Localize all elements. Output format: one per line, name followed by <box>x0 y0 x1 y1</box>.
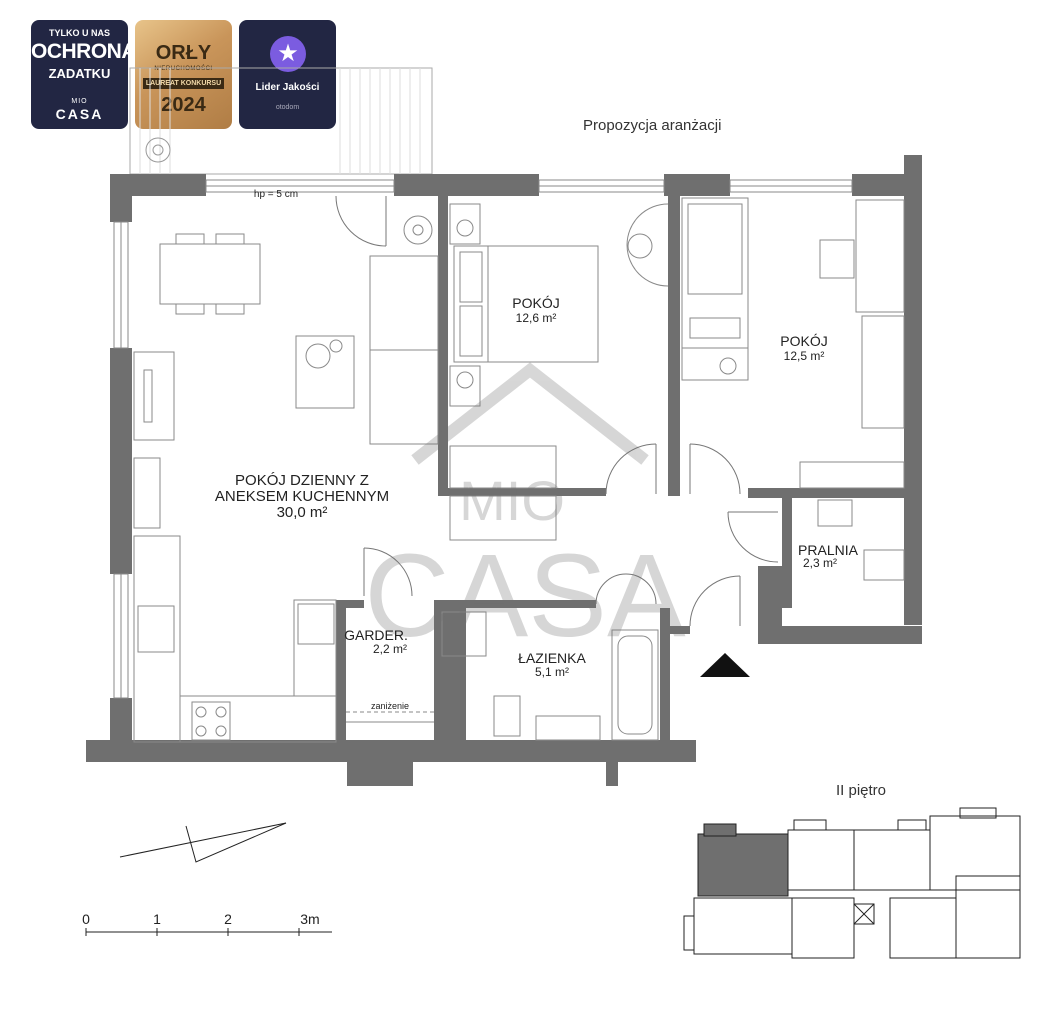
badge-brand: CASA <box>55 106 104 122</box>
watermark-casa: CASA <box>364 530 686 662</box>
badge-year: 2024 <box>161 94 206 116</box>
star-icon: ★ <box>270 36 306 72</box>
scale-tick: 1 <box>153 911 161 927</box>
room-1-name: POKÓJ <box>512 295 559 311</box>
chair <box>819 239 855 279</box>
orly-badge: ORŁY NIERUCHOMOŚCI LAUREAT KONKURSU 2024 <box>135 20 232 129</box>
room-2-area: 12,5 m² <box>784 349 825 363</box>
kitchen-sink <box>137 605 175 653</box>
toilet <box>493 695 521 737</box>
bed-2 <box>681 197 749 349</box>
wardrobe-1 <box>449 445 557 489</box>
north-arrow <box>119 822 287 863</box>
living-room-name: ANEKSEM KUCHENNYM <box>215 488 389 505</box>
bed <box>453 245 599 363</box>
bathroom-name: ŁAZIENKA <box>518 650 586 666</box>
tv-unit <box>133 351 175 441</box>
laundry-area: 2,3 m² <box>803 556 837 570</box>
badge-text: TYLKO U NAS <box>48 28 110 38</box>
key-plan <box>683 807 1021 959</box>
balcony <box>129 67 433 175</box>
desk-corner <box>626 203 669 287</box>
watermark: MIO CASA <box>364 362 686 662</box>
cooktop <box>191 701 231 741</box>
wardrobe-area: 2,2 m² <box>373 642 407 656</box>
living-room-area: 30,0 m² <box>277 504 328 521</box>
plan-title: Propozycja aranżacji <box>583 117 722 134</box>
floor-label: II piętro <box>836 782 887 799</box>
kitchen-counter-bottom <box>179 695 337 743</box>
entrance-arrow <box>700 653 750 677</box>
wardrobe-2 <box>449 495 557 541</box>
scale-tick: 0 <box>82 911 90 927</box>
radiator <box>133 457 161 529</box>
desk-2 <box>855 199 905 313</box>
room-1-area: 12,6 m² <box>516 311 557 325</box>
laundry-sink <box>817 499 853 527</box>
badge-text: ORŁY <box>155 42 212 64</box>
scale-bar: 0 1 2 3m <box>82 911 332 936</box>
dining-table <box>159 243 261 305</box>
badge-text: LAUREAT KONKURSU <box>143 78 224 89</box>
plant <box>403 215 433 245</box>
living-room-name: POKÓJ DZIENNY Z <box>235 472 369 489</box>
bathtub <box>611 629 659 741</box>
scale-tick: 2 <box>224 911 232 927</box>
badge-brand: MIO <box>71 98 88 105</box>
badge-text: Lider Jakości <box>255 82 320 93</box>
lider-jakosci-badge: ★ Lider Jakości otodom <box>239 20 336 129</box>
badge-text: otodom <box>275 104 300 111</box>
radiator-2 <box>799 461 905 489</box>
hp-note: hp = 5 cm <box>254 189 298 200</box>
kitchen-counter-left <box>133 535 181 743</box>
wardrobe-note: zaniżenie <box>371 701 409 711</box>
scale-tick: 3m <box>300 911 319 927</box>
kitchen-counter-right <box>293 599 337 697</box>
coffee-table <box>295 335 355 409</box>
badge-text: ZADATKU <box>48 66 111 81</box>
washing-machine <box>441 611 487 657</box>
bathroom-sink <box>535 715 601 741</box>
laundry-name: PRALNIA <box>798 542 859 558</box>
wardrobe-name: GARDER. <box>344 627 408 643</box>
bathroom-area: 5,1 m² <box>535 665 569 679</box>
room-2-name: POKÓJ <box>780 333 827 349</box>
watermark-mio: MIO <box>459 469 565 532</box>
door-swings <box>335 195 779 627</box>
dryer <box>863 549 905 581</box>
fridge <box>297 603 335 645</box>
furniture <box>133 197 905 743</box>
badge-text: OCHRONA <box>31 40 137 63</box>
windows <box>113 179 853 699</box>
shelf <box>861 315 905 429</box>
room-labels: hp = 5 cm POKÓJ DZIENNY Z ANEKSEM KUCHEN… <box>215 189 859 711</box>
ochrona-zadatku-badge: TYLKO U NAS OCHRONA ZADATKU MIO CASA <box>31 20 137 129</box>
walls <box>86 155 922 786</box>
badge-text: NIERUCHOMOŚCI <box>154 66 213 72</box>
